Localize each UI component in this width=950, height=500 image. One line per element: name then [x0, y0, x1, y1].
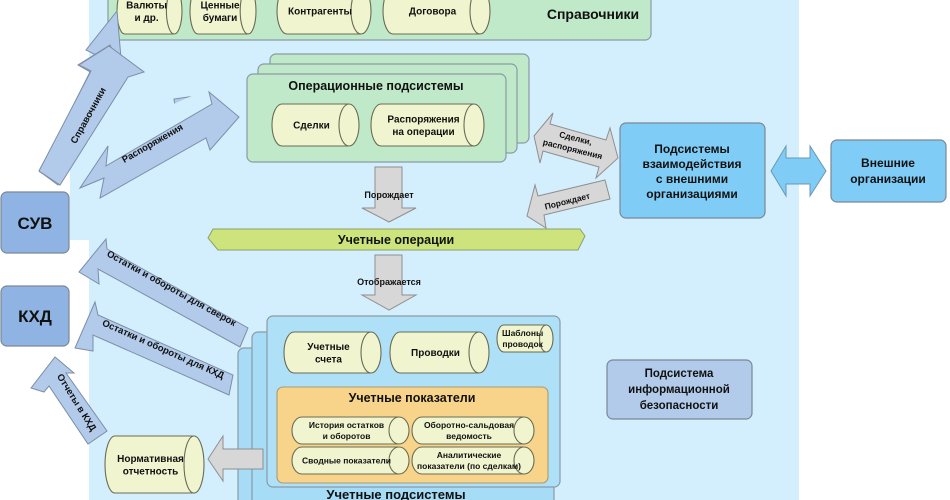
cylinder-cap: [468, 331, 480, 374]
cylinder-label: История остатков: [309, 420, 384, 430]
cylinder-label: и др.: [135, 13, 159, 24]
external-orgs-label-1: Внешние: [861, 156, 915, 170]
cylinder-label: Проводки: [411, 348, 460, 359]
cylinder-label: Сделки: [293, 121, 330, 132]
external-orgs-box[interactable]: Внешние организации: [830, 139, 947, 203]
cylinder-entries[interactable]: Проводки: [389, 331, 490, 374]
cylinder-summary[interactable]: Сводные показатели: [291, 446, 410, 475]
suv-box[interactable]: СУВ: [0, 191, 70, 254]
arrow-label-reflected: Отображается: [357, 277, 421, 287]
external-interaction-label-3: с внешними: [656, 172, 728, 186]
cylinder-contracts[interactable]: Договора: [382, 0, 491, 35]
arrow-reflected: Отображается: [357, 254, 421, 311]
cylinder-cap: [513, 446, 525, 475]
cylinder-label: бумаги: [203, 12, 238, 24]
reference-books-title: Справочники: [547, 6, 639, 22]
security-label-3: безопасности: [640, 400, 719, 412]
accounting-operations-label: Учетные операции: [338, 233, 454, 247]
cylinder-cap: [360, 331, 372, 374]
cylinder-label: на операции: [392, 127, 454, 138]
arrow-to-regulatory: [207, 434, 264, 483]
cylinder-cap: [239, 0, 249, 35]
security-box[interactable]: Подсистема информационной безопасности: [606, 359, 753, 420]
arrow-external-bidirectional: [770, 144, 827, 198]
cylinder-cap: [388, 416, 400, 445]
cylinder-label: Аналитические: [437, 450, 502, 460]
security-label-1: Подсистема: [645, 368, 714, 380]
cylinder-label: ведомость: [446, 431, 492, 441]
cylinder-label: счета: [315, 354, 342, 365]
cylinder-cap: [539, 324, 547, 353]
cylinder-cap: [183, 435, 195, 494]
cylinder-cap: [513, 416, 525, 445]
external-orgs-label-2: организации: [850, 172, 926, 186]
external-interaction-label-2: взаимодействия: [642, 157, 741, 171]
cylinder-label: Шаблоны: [502, 328, 543, 338]
cylinder-label: Оборотно-сальдовая: [424, 420, 514, 430]
cylinder-counterparties[interactable]: Контрагенты: [276, 0, 372, 35]
cylinder-cap: [388, 446, 400, 475]
cylinder-label: Ценные: [200, 0, 240, 11]
cylinder-label: Учетные: [307, 342, 350, 353]
operational-title: Операционные подсистемы: [288, 79, 463, 93]
cylinder-cap: [469, 0, 481, 35]
external-interaction-box[interactable]: Подсистемы взаимодействия с внешними орг…: [619, 122, 766, 219]
cylinder-label: Договора: [409, 7, 457, 18]
cylinder-label: и оборотов: [323, 431, 371, 441]
arrow-reference-shape: Справочники: [38, 44, 146, 186]
cylinder-cap: [338, 103, 350, 147]
arrow-generates-external: Порождает: [526, 179, 611, 230]
cylinder-label: показатели (по сделкам): [417, 461, 521, 471]
suv-label: СУВ: [18, 214, 53, 233]
cylinder-cap: [350, 0, 362, 35]
external-interaction-label-1: Подсистемы: [654, 142, 730, 156]
accounting-title: Учетные подсистемы: [326, 487, 465, 500]
cylinder-label: Контрагенты: [288, 7, 352, 18]
cylinder-cap: [165, 0, 175, 35]
indicators-title: Учетные показатели: [349, 391, 476, 405]
cylinder-cap: [463, 103, 475, 147]
cylinder-currencies[interactable]: Валюты и др.: [116, 0, 183, 35]
cylinder-label: Валюты: [126, 0, 167, 11]
operational-subsystems-group: Операционные подсистемы Сделки Распоряже…: [246, 53, 530, 163]
external-interaction-label-4: организациями: [646, 187, 737, 201]
accounting-operations-bar[interactable]: Учетные операции: [207, 228, 586, 251]
cylinder-label: Сводные показатели: [302, 456, 391, 466]
cylinder-label: проводок: [502, 339, 543, 349]
arrow-deals-orders-bidirectional: Сделки, распоряжения: [533, 112, 619, 180]
cylinder-deals[interactable]: Сделки: [271, 103, 360, 147]
arrow-label-generates: Порождает: [364, 190, 414, 200]
arrow-generates: Порождает: [361, 166, 417, 223]
khd-label: КХД: [18, 307, 52, 326]
cylinder-label: Нормативная: [117, 454, 184, 465]
security-label-2: информационной: [628, 384, 730, 396]
khd-box[interactable]: КХД: [0, 285, 70, 347]
cylinder-label: отчетность: [123, 466, 179, 477]
cylinder-label: Распоряжения: [387, 114, 459, 125]
cylinder-orders[interactable]: Распоряжения на операции: [370, 103, 485, 147]
